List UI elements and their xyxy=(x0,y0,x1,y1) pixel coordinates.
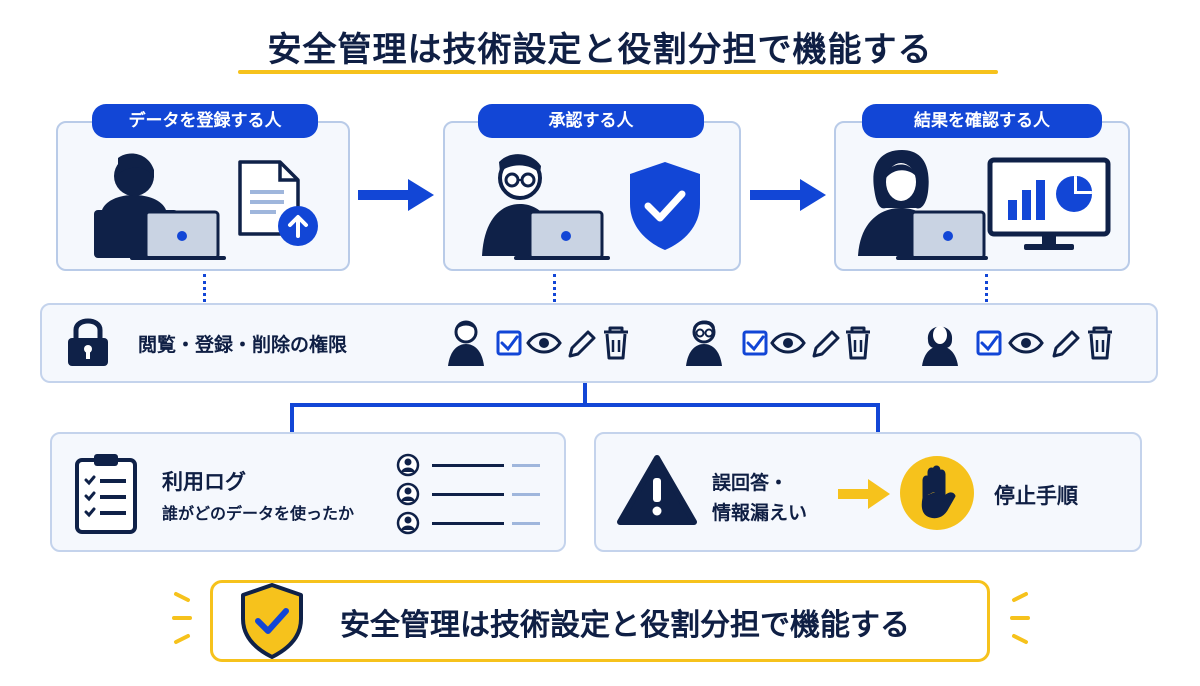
title-underline xyxy=(238,70,998,74)
usage-log-subtitle: 誰がどのデータを使ったか xyxy=(162,504,355,523)
permission-group-approver xyxy=(686,318,876,368)
document-upload-icon xyxy=(236,158,326,250)
person-glasses-laptop-icon xyxy=(470,148,610,260)
clipboard-checklist-icon xyxy=(74,452,138,534)
log-entries-icon xyxy=(396,453,546,539)
warning-triangle-icon xyxy=(616,454,698,526)
shield-check-icon xyxy=(626,160,704,252)
connector-dots-1 xyxy=(203,274,206,302)
flow-arrow-2 xyxy=(750,177,828,213)
person-longhair-laptop-icon xyxy=(850,148,990,260)
yellow-arrow-icon xyxy=(838,476,892,512)
page-title: 安全管理は技術設定と役割分担で機能する xyxy=(267,30,933,70)
summary-banner xyxy=(210,580,990,662)
summary-text: 安全管理は技術設定と役割分担で機能する xyxy=(340,608,910,643)
incident-response-label: 停止手順 xyxy=(994,484,1078,508)
permissions-bar xyxy=(40,303,1158,383)
monitor-chart-icon xyxy=(986,156,1112,256)
connector-dots-3 xyxy=(985,274,988,302)
role-pill-reviewer: 結果を確認する人 xyxy=(862,104,1102,138)
role-pill-approver: 承認する人 xyxy=(478,104,704,138)
permission-group-registrant xyxy=(448,318,638,368)
incident-trigger-line2: 情報漏えい xyxy=(712,502,808,524)
bracket-connector xyxy=(290,383,880,435)
sparkle-left-icon xyxy=(172,590,208,646)
connector-dots-2 xyxy=(553,274,556,302)
lock-icon xyxy=(66,316,110,368)
role-pill-registrant: データを登録する人 xyxy=(92,104,318,138)
yellow-shield-check-icon xyxy=(240,583,304,659)
permission-group-reviewer xyxy=(922,318,1118,368)
permissions-label: 閲覧・登録・削除の権限 xyxy=(138,334,348,356)
person-laptop-icon xyxy=(88,148,228,260)
incident-trigger-line1: 誤回答・ xyxy=(712,472,789,494)
stop-hand-icon xyxy=(898,454,976,532)
flow-arrow-1 xyxy=(358,177,436,213)
usage-log-title: 利用ログ xyxy=(162,470,246,494)
sparkle-right-icon xyxy=(994,590,1030,646)
